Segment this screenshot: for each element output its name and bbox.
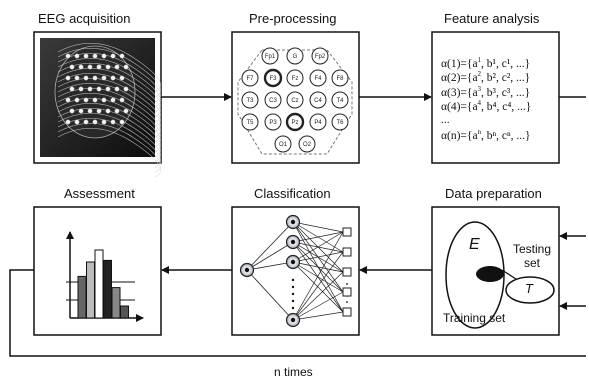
electrode-f4 [309,69,327,87]
bar [103,259,112,319]
bar [111,287,121,319]
electrode-label: F3 [269,76,277,82]
feature-row: α(4)={a4, b⁴, c⁴, ...} [441,99,532,114]
electrode-p3 [264,113,282,131]
set-t-label: T [525,281,533,296]
feature-row: α(3)={a3, b³, c³, ...} [441,84,531,99]
feature-row: α(1)={a1, b¹, c¹, ...} [441,56,531,70]
electrode-label: C3 [269,98,277,104]
electrode-label: T3 [246,98,254,104]
neural-network [239,214,352,328]
electrode-o1 [274,135,292,153]
electrode-label: P4 [314,120,322,126]
loop-label: n times [274,365,313,379]
bar [86,261,95,319]
assessment-bars [77,249,129,319]
electrode-label: Pz [291,120,298,126]
set-e-ellipse [445,221,505,329]
electrode-label: F7 [246,76,254,82]
bar [120,305,129,319]
bar [77,275,87,319]
training-set-label: Training set [443,311,506,325]
set-t-ellipse [505,276,555,304]
electrode-fp1 [261,47,279,65]
electrode-label: G [293,54,298,60]
electrode-f7 [241,69,259,87]
intersection-blob [476,266,504,282]
title-classification: Classification [254,186,331,201]
electrode-g [286,47,304,65]
feature-row: ... [441,113,450,126]
electrode-label: O2 [303,142,312,148]
eeg-head-image [40,38,161,178]
electrode-label: T6 [336,120,344,126]
title-preprocessing: Pre-processing [249,11,337,26]
set-diagram [445,221,555,329]
electrode-o2 [298,135,316,153]
electrode-label: Fp2 [315,54,326,60]
title-assessment: Assessment [64,186,135,201]
electrode-label: T4 [336,98,344,104]
electrode-p4 [309,113,327,131]
electrode-f8 [331,69,349,87]
output-node [342,227,352,237]
feature-row: α(2)={a2, b², c², ...} [441,70,531,85]
electrode-label: Fz [292,76,299,82]
electrode-t5 [241,113,259,131]
set-e-label: E [469,236,480,253]
electrode-pz [285,112,305,132]
electrode-cz [286,91,304,109]
electrode-label: F8 [336,76,344,82]
testing-set-label: Testing set [512,242,552,270]
feature-row: α(n)={an, bⁿ, cⁿ, ...} [441,128,531,142]
loop-path [9,269,586,357]
electrode-fp2 [311,47,329,65]
electrode-label: Cz [291,98,298,104]
electrode-t4 [331,91,349,109]
electrode-label: O1 [279,142,288,148]
output-node [342,267,352,277]
bar [94,249,104,319]
electrode-label: P3 [269,120,277,126]
electrode-fz [286,69,304,87]
electrode-label: F4 [314,76,322,82]
output-node [342,307,352,317]
output-node [342,287,352,297]
electrode-t6 [331,113,349,131]
feature-analysis-box [431,31,560,164]
title-feature-analysis: Feature analysis [444,11,540,26]
electrode-label: T5 [246,120,254,126]
electrode-c4 [309,91,327,109]
title-data-preparation: Data preparation [445,186,542,201]
electrode-c3 [264,91,282,109]
title-acquisition: EEG acquisition [38,11,131,26]
electrode-t3 [241,91,259,109]
electrode-f3 [263,68,283,88]
electrode-label: Fp1 [265,54,276,60]
electrode-label: C4 [314,98,322,104]
output-node [342,247,352,257]
